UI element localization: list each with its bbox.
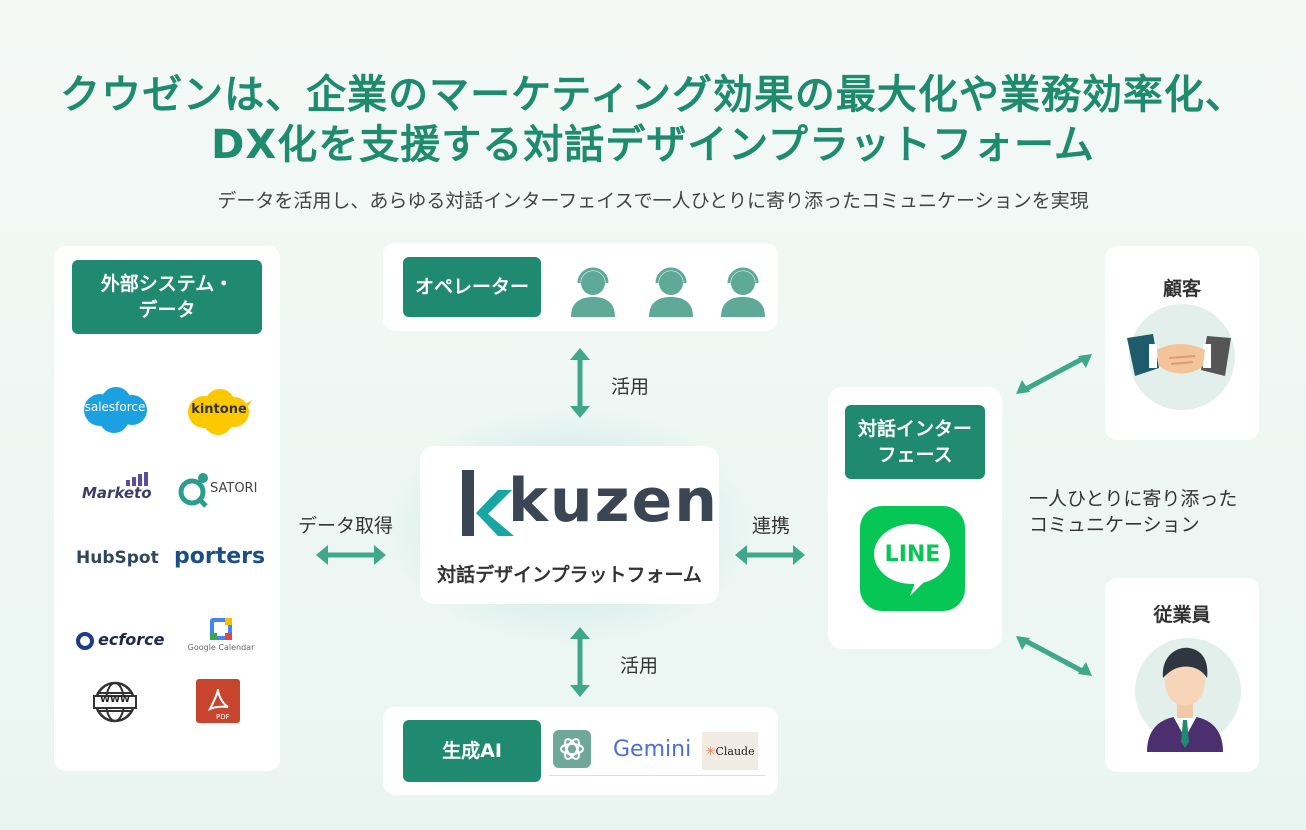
www-globe-icon: WWW bbox=[92, 680, 138, 724]
ecforce-text: ecforce bbox=[98, 630, 165, 649]
gemini-logo: Gemini bbox=[613, 737, 692, 762]
employee-label: 従業員 bbox=[1153, 604, 1211, 626]
kuzen-logo: kuzen bbox=[458, 458, 717, 542]
connector-label-bottom: 活用 bbox=[620, 655, 659, 677]
line-logo-text: LINE bbox=[884, 542, 941, 567]
genai-card: 生成AI Gemini ✳ Claude bbox=[383, 707, 778, 795]
marketo-logo: Marketo bbox=[78, 472, 158, 502]
operator-headset-icon-1 bbox=[568, 265, 618, 321]
external-systems-tag-line-1: 外部システム・ bbox=[100, 273, 234, 295]
arrow-interface-employee bbox=[1014, 634, 1094, 682]
genai-tag: 生成AI bbox=[403, 720, 541, 782]
headline-line-1: クウゼンは、企業のマーケティング効果の最大化や業務効率化、 bbox=[60, 72, 1246, 118]
arrow-operator-center bbox=[568, 348, 592, 422]
claude-text: Claude bbox=[715, 744, 755, 758]
line-app-icon: LINE bbox=[860, 506, 965, 611]
connector-label-left: データ取得 bbox=[298, 515, 394, 537]
interface-tag-line-2: フェース bbox=[877, 444, 953, 466]
customer-card: 顧客 bbox=[1105, 246, 1259, 440]
salesforce-text: salesforce bbox=[84, 400, 146, 414]
chatgpt-icon bbox=[553, 730, 591, 768]
operator-tag: オペレーター bbox=[403, 257, 541, 317]
customer-label: 顧客 bbox=[1162, 278, 1201, 300]
subheadline: データを活用し、あらゆる対話インターフェイスで一人ひとりに寄り添ったコミュニケー… bbox=[217, 190, 1089, 212]
arrow-center-genai bbox=[568, 627, 592, 701]
google-calendar-logo: Google Calendar bbox=[184, 618, 258, 658]
porters-logo: porters bbox=[174, 544, 266, 569]
kuzen-caption: 対話デザインプラットフォーム bbox=[437, 564, 702, 586]
interface-tag-line-1: 対話インター bbox=[857, 418, 972, 440]
ecforce-logo: ecforce bbox=[76, 630, 166, 652]
pdf-text: PDF bbox=[216, 713, 230, 721]
kintone-logo: kintone bbox=[184, 386, 254, 436]
message-text: 一人ひとりに寄り添った コミュニケーション bbox=[1029, 486, 1237, 538]
kuzen-card: kuzen 対話デザインプラットフォーム bbox=[420, 446, 719, 604]
connector-label-right: 連携 bbox=[752, 515, 791, 537]
salesforce-logo: salesforce bbox=[80, 384, 150, 434]
arrow-center-interface bbox=[735, 543, 805, 571]
pdf-file-icon: PDF bbox=[196, 679, 240, 723]
satori-logo: SATORI bbox=[176, 472, 262, 508]
genai-divider bbox=[549, 775, 765, 776]
google-calendar-text: Google Calendar bbox=[187, 643, 255, 652]
satori-text: SATORI bbox=[210, 481, 258, 496]
interface-tag: 対話インター フェース bbox=[845, 405, 985, 479]
external-systems-card: 外部システム・ データ salesforce kintone Marketo bbox=[54, 246, 280, 771]
message-line-2: コミュニケーション bbox=[1029, 514, 1200, 536]
arrow-interface-customer bbox=[1014, 352, 1094, 400]
kuzen-logo-text: kuzen bbox=[508, 466, 719, 536]
handshake-icon bbox=[1125, 334, 1235, 388]
external-systems-tag-line-2: データ bbox=[138, 299, 196, 321]
interface-card: 対話インター フェース LINE bbox=[828, 387, 1002, 649]
operator-headset-icon-3 bbox=[718, 265, 768, 321]
message-line-1: 一人ひとりに寄り添った bbox=[1029, 488, 1238, 510]
hubspot-logo: HubSpot bbox=[76, 548, 159, 568]
headline-line-2: DX化を支援する対話デザインプラットフォーム bbox=[211, 122, 1095, 168]
arrow-external-center bbox=[316, 543, 386, 571]
external-systems-tag: 外部システム・ データ bbox=[72, 260, 262, 334]
kintone-text: kintone bbox=[191, 402, 247, 417]
marketo-text: Marketo bbox=[82, 484, 152, 502]
employee-card: 従業員 bbox=[1105, 578, 1259, 772]
operator-headset-icon-2 bbox=[646, 265, 696, 321]
employee-avatar bbox=[1143, 642, 1227, 756]
www-text: WWW bbox=[100, 695, 130, 705]
operator-card: オペレーター bbox=[383, 243, 778, 331]
connector-label-top: 活用 bbox=[611, 376, 650, 398]
claude-star-icon: ✳ bbox=[705, 744, 716, 758]
claude-logo: ✳ Claude bbox=[702, 732, 758, 770]
